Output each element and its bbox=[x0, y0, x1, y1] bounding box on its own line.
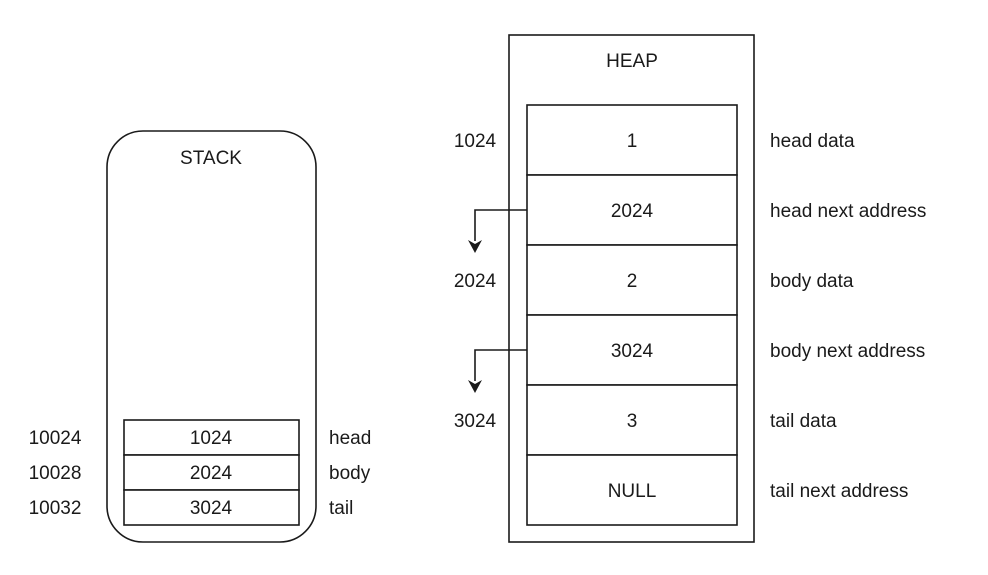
stack-row: 2024 10028 body bbox=[29, 454, 371, 491]
stack-cell-value: 1024 bbox=[190, 428, 233, 449]
stack-address-label: 10028 bbox=[29, 463, 82, 484]
heap-cell bbox=[526, 314, 738, 386]
heap-cell-group: 2 2024 body data bbox=[454, 244, 854, 316]
heap-cell-description: head data bbox=[770, 131, 855, 152]
heap-address-label: 3024 bbox=[454, 411, 497, 432]
arrow-line bbox=[474, 209, 527, 241]
heap-address-label: 1024 bbox=[454, 131, 497, 152]
arrow-head-icon bbox=[468, 240, 482, 253]
heap-cell-group: NULL tail next address bbox=[526, 454, 908, 526]
heap-cell-group: 3 3024 tail data bbox=[454, 384, 837, 456]
heap-region: HEAP 1 1024 head data 2024 head next add… bbox=[454, 34, 926, 543]
stack-cell-value: 3024 bbox=[190, 498, 233, 519]
pointer-arrow-body-next bbox=[468, 349, 527, 393]
stack-cell-value: 2024 bbox=[190, 463, 233, 484]
heap-cell-description: body data bbox=[770, 271, 854, 292]
stack-region: STACK 1024 10024 head 2024 10028 body 30… bbox=[29, 130, 371, 543]
stack-title: STACK bbox=[180, 148, 242, 169]
arrow-head-icon bbox=[468, 380, 482, 393]
stack-variable-name: body bbox=[329, 463, 371, 484]
heap-cell bbox=[526, 454, 738, 526]
heap-cell bbox=[526, 104, 738, 176]
heap-cell-group: 3024 body next address bbox=[526, 314, 925, 386]
stack-row: 1024 10024 head bbox=[29, 419, 371, 456]
heap-cell-description: tail next address bbox=[770, 481, 908, 502]
heap-cell-description: head next address bbox=[770, 201, 926, 222]
arrow-line bbox=[474, 349, 527, 381]
stack-cell bbox=[123, 489, 300, 526]
stack-cell bbox=[123, 419, 300, 456]
stack-address-label: 10024 bbox=[29, 428, 82, 449]
heap-cell bbox=[526, 384, 738, 456]
heap-cell-group: 2024 head next address bbox=[526, 174, 926, 246]
heap-cell bbox=[526, 244, 738, 316]
heap-cell-value: 3 bbox=[627, 411, 638, 432]
heap-cell-value: 1 bbox=[627, 131, 638, 152]
stack-row: 3024 10032 tail bbox=[29, 489, 353, 526]
stack-variable-name: head bbox=[329, 428, 371, 449]
heap-cell-description: tail data bbox=[770, 411, 837, 432]
heap-cell-value: 2 bbox=[627, 271, 638, 292]
stack-address-label: 10032 bbox=[29, 498, 82, 519]
heap-address-label: 2024 bbox=[454, 271, 497, 292]
heap-cell-value: 3024 bbox=[611, 341, 654, 362]
pointer-arrow-head-next bbox=[468, 209, 527, 253]
stack-variable-name: tail bbox=[329, 498, 353, 519]
heap-title: HEAP bbox=[606, 51, 658, 72]
heap-cell-value: 2024 bbox=[611, 201, 654, 222]
heap-cell-group: 1 1024 head data bbox=[454, 104, 855, 176]
stack-cell bbox=[123, 454, 300, 491]
heap-cell-value: NULL bbox=[608, 481, 657, 502]
heap-cell-description: body next address bbox=[770, 341, 925, 362]
